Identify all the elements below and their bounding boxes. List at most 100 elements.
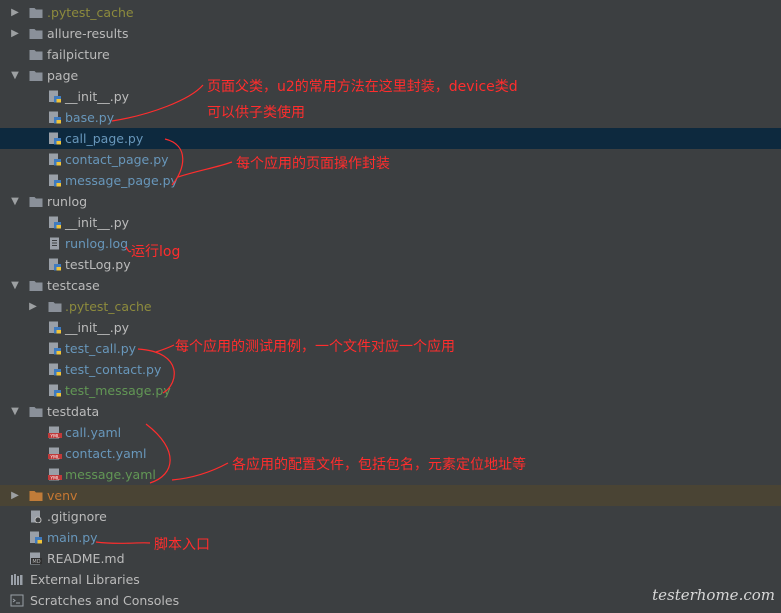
- curve-testcase-files: [137, 348, 175, 394]
- svg-text:YML: YML: [49, 475, 60, 481]
- tree-item-label: failpicture: [47, 47, 110, 62]
- tree-row-failpicture[interactable]: failpicture: [0, 44, 781, 65]
- curve-entry: [95, 541, 151, 544]
- folder-icon: [29, 69, 43, 82]
- annotation-page-base-line2: 可以供子类使用: [207, 105, 305, 121]
- tree-item-label: README.md: [47, 551, 125, 566]
- annotation-testdata: 各应用的配置文件，包括包名，元素定位地址等: [232, 457, 526, 473]
- python-file-icon: [48, 384, 62, 397]
- python-file-icon: [48, 321, 62, 334]
- tree-row-testcase[interactable]: ▼ testcase: [0, 275, 781, 296]
- chevron-right-icon[interactable]: ▶: [11, 28, 19, 39]
- tree-item-label: Scratches and Consoles: [30, 593, 180, 608]
- tree-row-pytest-cache[interactable]: ▶.pytest_cache: [0, 2, 781, 23]
- annotation-entry: 脚本入口: [154, 537, 210, 553]
- tree-item-label: .pytest_cache: [65, 299, 152, 314]
- tree-row-venv[interactable]: ▶ venv: [0, 485, 781, 506]
- tree-row-allure-results[interactable]: ▶allure-results: [0, 23, 781, 44]
- tree-row-main-py[interactable]: main.py: [0, 527, 781, 548]
- tree-item-label: page: [47, 68, 79, 83]
- python-file-icon: [48, 342, 62, 355]
- python-file-icon: [48, 258, 62, 271]
- tree-item-label: testLog.py: [65, 257, 131, 272]
- tree-row-scratches-and-consoles[interactable]: Scratches and Consoles: [0, 590, 781, 611]
- svg-text:YML: YML: [49, 454, 60, 460]
- libraries-icon: [10, 573, 24, 586]
- chevron-down-icon[interactable]: ▼: [11, 406, 19, 417]
- tree-row-gitignore[interactable]: .gitignore: [0, 506, 781, 527]
- python-file-icon: [48, 363, 62, 376]
- curve-testcase-ops: [155, 344, 175, 353]
- python-file-icon: [48, 111, 62, 124]
- tree-item-label: testdata: [47, 404, 100, 419]
- tree-row-testdata[interactable]: ▼ testdata: [0, 401, 781, 422]
- tree-item-label: test_message.py: [65, 383, 171, 398]
- tree-item-label: __init__.py: [65, 89, 130, 104]
- python-file-icon: [48, 216, 62, 229]
- python-file-icon: [48, 90, 62, 103]
- tree-item-label: contact_page.py: [65, 152, 169, 167]
- tree-item-label: main.py: [47, 530, 98, 545]
- tree-item-label: runlog.log: [65, 236, 129, 251]
- tree-item-label: call_page.py: [65, 131, 144, 146]
- annotation-page-ops: 每个应用的页面操作封装: [236, 156, 390, 172]
- tree-item-label: runlog: [47, 194, 88, 209]
- yaml-file-icon: YML: [48, 468, 62, 481]
- tree-row-test-message-py[interactable]: test_message.py: [0, 380, 781, 401]
- tree-row-external-libraries[interactable]: External Libraries: [0, 569, 781, 590]
- tree-row-contact-yaml[interactable]: YML contact.yaml: [0, 443, 781, 464]
- tree-item-label: testcase: [47, 278, 100, 293]
- tree-item-label: message_page.py: [65, 173, 178, 188]
- tree-item-label: base.py: [65, 110, 115, 125]
- tree-item-label: message.yaml: [65, 467, 156, 482]
- tree-item-label: venv: [47, 488, 78, 503]
- folder-icon: [29, 279, 43, 292]
- tree-row-message-page-py[interactable]: message_page.py: [0, 170, 781, 191]
- tree-item-label: __init__.py: [65, 215, 130, 230]
- tree-row-init-py[interactable]: __init__.py: [0, 317, 781, 338]
- tree-row-base-py[interactable]: base.py: [0, 107, 781, 128]
- chevron-down-icon[interactable]: ▼: [11, 70, 19, 81]
- tree-row-test-contact-py[interactable]: test_contact.py: [0, 359, 781, 380]
- svg-text:YML: YML: [49, 433, 60, 439]
- folder-icon: [29, 405, 43, 418]
- chevron-down-icon[interactable]: ▼: [11, 280, 19, 291]
- tree-item-label: .gitignore: [47, 509, 107, 524]
- tree-row-init-py[interactable]: __init__.py: [0, 86, 781, 107]
- chevron-right-icon[interactable]: ▶: [11, 490, 19, 501]
- curve-testdata-ops: [171, 462, 229, 481]
- python-file-icon: [48, 153, 62, 166]
- folder-icon: [29, 6, 43, 19]
- curve-page-files: [164, 138, 184, 186]
- tree-row-runlog[interactable]: ▼ runlog: [0, 191, 781, 212]
- tree-row-runlog-log[interactable]: runlog.log: [0, 233, 781, 254]
- tree-row-init-py[interactable]: __init__.py: [0, 212, 781, 233]
- watermark: testerhome.com: [652, 586, 775, 604]
- tree-item-label: test_call.py: [65, 341, 137, 356]
- curve-runlog: [125, 246, 132, 253]
- tree-row-readme-md[interactable]: MD README.md: [0, 548, 781, 569]
- scratches-icon: [10, 594, 24, 607]
- chevron-right-icon[interactable]: ▶: [11, 7, 19, 18]
- annotation-page-base-line1: 页面父类，u2的常用方法在这里封装，device类d: [207, 79, 518, 95]
- folder-icon: [29, 27, 43, 40]
- svg-text:MD: MD: [32, 559, 40, 565]
- markdown-file-icon: MD: [29, 552, 43, 565]
- tree-row-call-page-py[interactable]: call_page.py: [0, 128, 781, 149]
- chevron-down-icon[interactable]: ▼: [11, 196, 19, 207]
- tree-row-message-yaml[interactable]: YML message.yaml: [0, 464, 781, 485]
- python-file-icon: [29, 531, 43, 544]
- tree-item-label: contact.yaml: [65, 446, 147, 461]
- chevron-right-icon[interactable]: ▶: [29, 301, 37, 312]
- tree-item-label: test_contact.py: [65, 362, 162, 377]
- tree-row-test-call-py[interactable]: test_call.py: [0, 338, 781, 359]
- tree-row-page[interactable]: ▼ page: [0, 65, 781, 86]
- tree-row-contact-page-py[interactable]: contact_page.py: [0, 149, 781, 170]
- yaml-file-icon: YML: [48, 426, 62, 439]
- tree-row-testlog-py[interactable]: testLog.py: [0, 254, 781, 275]
- tree-row-pytest-cache[interactable]: ▶ .pytest_cache: [0, 296, 781, 317]
- folder-icon: [29, 489, 43, 502]
- gitignore-file-icon: [29, 510, 43, 524]
